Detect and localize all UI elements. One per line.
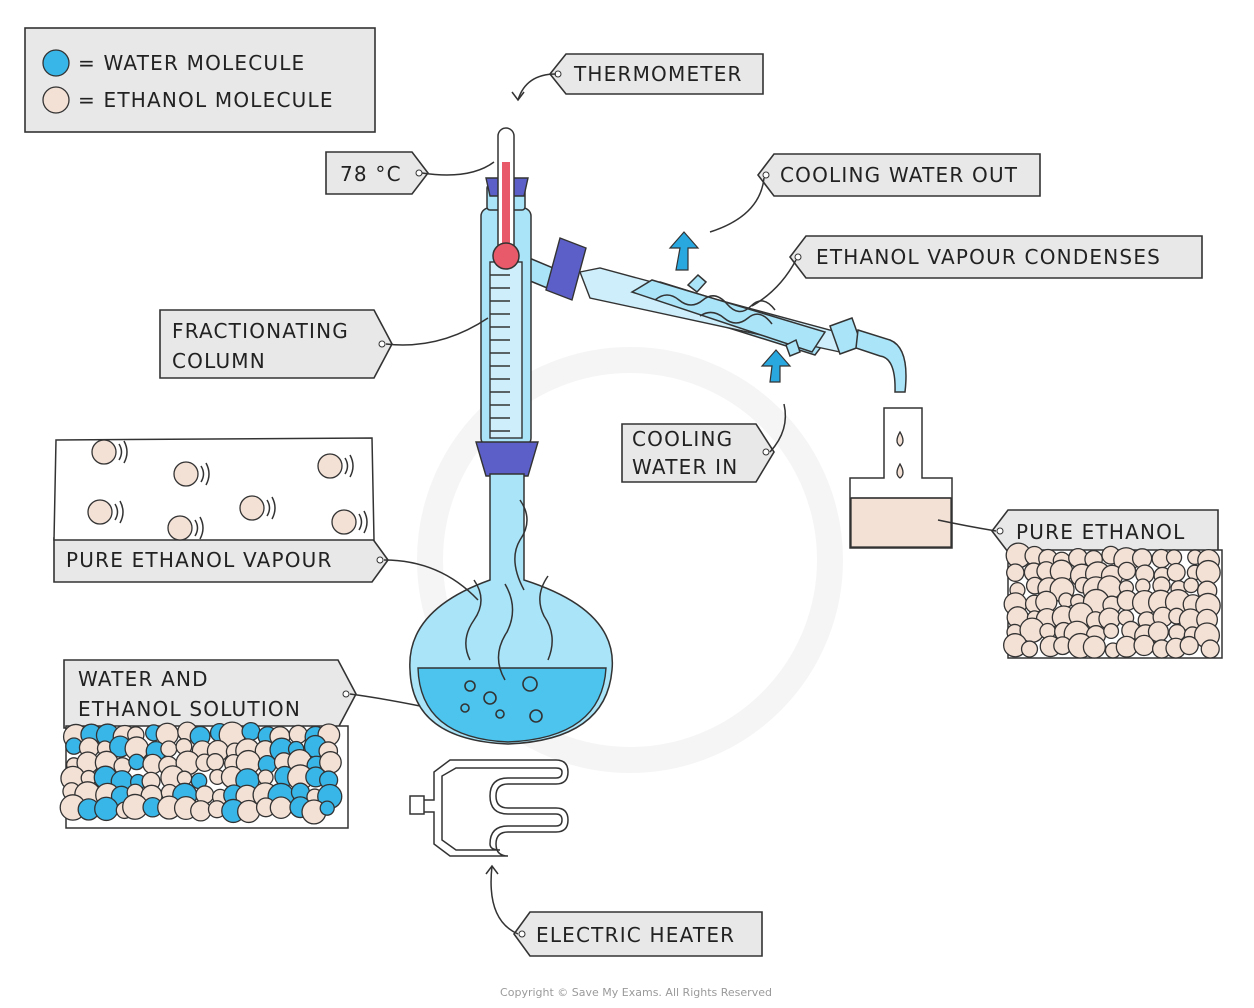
motion-mark [118,440,128,464]
flask-stopper [475,441,539,477]
svg-text:THERMOMETER: THERMOMETER [573,62,743,86]
water-molecule [128,753,145,771]
ethanol-molecule [1165,549,1183,566]
ethanol-molecule [1200,639,1220,659]
watermark-logo [417,347,843,773]
label-fractionating-column: FRACTIONATING COLUMN [159,309,489,379]
ethanol-molecule [269,796,293,820]
ethanol-molecule [87,499,113,525]
ethanol-drop [896,462,904,479]
ethanol-molecule [1166,562,1186,582]
ethanol-molecule [1006,563,1025,582]
svg-text:PURE ETHANOL VAPOUR: PURE ETHANOL VAPOUR [66,548,333,572]
round-bottom-flask [409,473,614,745]
condenser-stopper [545,237,587,301]
cooling-water-in-arrow [760,349,792,383]
ethanol-molecule [1133,634,1155,657]
svg-text:COOLING WATER OUT: COOLING WATER OUT [780,163,1018,187]
label-pure-ethanol-vapour: PURE ETHANOL VAPOUR [53,537,479,601]
label-pure-ethanol: PURE ETHANOL [937,509,1219,553]
vapour-molecules-box [53,437,375,541]
ethanol-molecule [1179,635,1199,656]
ethanol-molecule [190,800,212,822]
ethanol-molecule [317,453,343,479]
ethanol-molecule [91,439,117,465]
legend-ethanol-label: = ETHANOL MOLECULE [78,88,334,112]
ethanol-drop [896,430,904,447]
motion-mark [200,462,210,486]
svg-text:ELECTRIC HEATER: ELECTRIC HEATER [536,923,735,947]
solution-molecules-box [59,721,349,829]
ethanol-molecule [239,495,265,521]
label-cooling-water-out: COOLING WATER OUT [709,153,1041,233]
ethanol-molecule [160,740,178,758]
fractionating-column [475,177,539,477]
legend-water-label: = WATER MOLECULE [78,51,305,75]
ethanol-molecule [331,509,357,535]
ethanol-molecule [1103,623,1120,640]
label-ethanol-vapour-condenses: ETHANOL VAPOUR CONDENSES [751,235,1203,307]
thermometer [492,127,520,270]
motion-mark [344,454,354,478]
water-molecule [241,721,261,741]
pure-ethanol-molecules-box [1003,542,1223,659]
svg-text:78 °C: 78 °C [340,162,402,186]
condenser [517,237,907,393]
cooling-water-out-arrow [668,231,700,271]
svg-text:WATER IN: WATER IN [632,455,738,479]
svg-text:COLUMN: COLUMN [172,349,266,373]
ethanol-molecule [1082,635,1106,659]
label-electric-heater: ELECTRIC HEATER [485,864,763,957]
svg-text:COOLING: COOLING [632,427,733,451]
svg-text:WATER AND: WATER AND [78,667,209,691]
ethanol-molecule [206,753,225,771]
svg-text:ETHANOL SOLUTION: ETHANOL SOLUTION [78,697,301,721]
label-temperature: 78 °C [325,151,495,195]
ethanol-molecule [1117,561,1137,581]
ethanol-molecule [288,724,308,744]
legend: = WATER MOLECULE = ETHANOL MOLECULE [24,27,376,133]
label-cooling-water-in: COOLING WATER IN [621,403,787,483]
copyright-text: Copyright © Save My Exams. All Rights Re… [500,986,772,999]
water-molecule-icon [42,49,70,77]
ethanol-molecule-icon [42,86,70,114]
beaker [849,407,953,549]
water-molecule [319,800,335,816]
ethanol-molecule [1183,577,1199,594]
water-molecule [94,796,119,822]
svg-text:FRACTIONATING: FRACTIONATING [172,319,349,343]
motion-mark [114,500,124,524]
label-thermometer: THERMOMETER [511,53,764,102]
ethanol-molecule [167,515,193,541]
motion-mark [266,496,276,520]
svg-text:PURE ETHANOL: PURE ETHANOL [1016,520,1185,544]
ethanol-molecule [1020,640,1039,658]
svg-text:ETHANOL VAPOUR CONDENSES: ETHANOL VAPOUR CONDENSES [816,245,1161,269]
label-water-ethanol-solution: WATER AND ETHANOL SOLUTION [63,659,421,729]
ethanol-molecule [237,799,261,824]
motion-mark [194,516,204,540]
motion-mark [358,510,368,534]
electric-heater [409,759,569,857]
ethanol-molecule [173,461,199,487]
